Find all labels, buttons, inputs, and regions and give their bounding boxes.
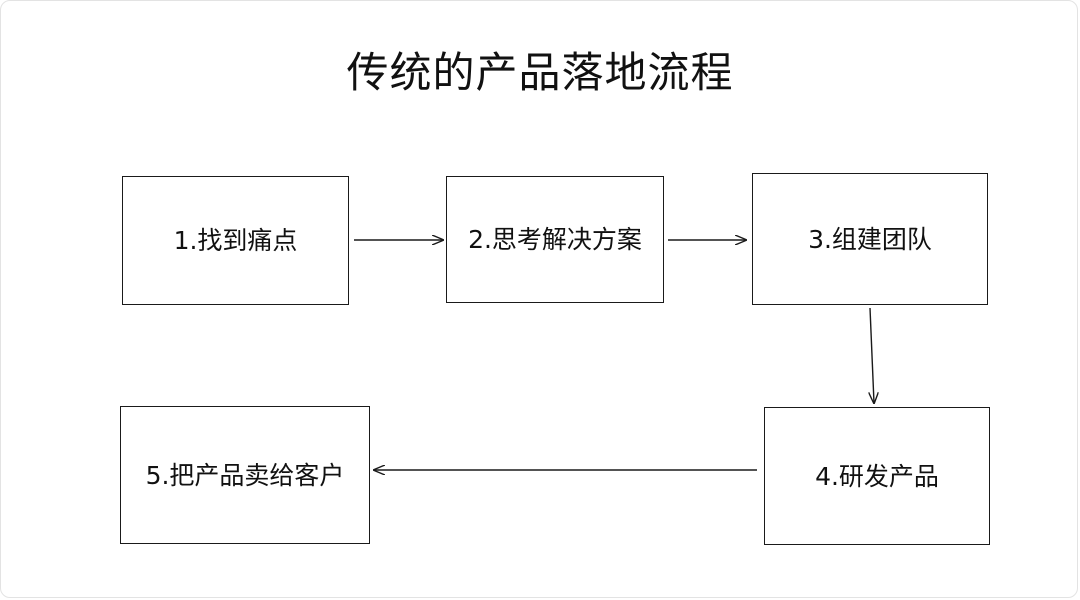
step-label-5: 5.把产品卖给客户: [145, 460, 345, 490]
step-label-1: 1.找到痛点: [173, 226, 298, 255]
step-label-4: 4.研发产品: [815, 461, 939, 491]
step-box-find-pain-point: 1.找到痛点: [122, 176, 349, 305]
step-box-sell-to-customer: 5.把产品卖给客户: [120, 406, 370, 544]
step-box-develop-product: 4.研发产品: [764, 407, 990, 545]
diagram-title: 传统的产品落地流程: [346, 48, 734, 97]
step-label-3: 3.组建团队: [808, 224, 932, 254]
step-label-2: 2.思考解决方案: [468, 225, 642, 254]
step-box-think-solution: 2.思考解决方案: [446, 176, 664, 303]
step-box-build-team: 3.组建团队: [752, 173, 988, 305]
